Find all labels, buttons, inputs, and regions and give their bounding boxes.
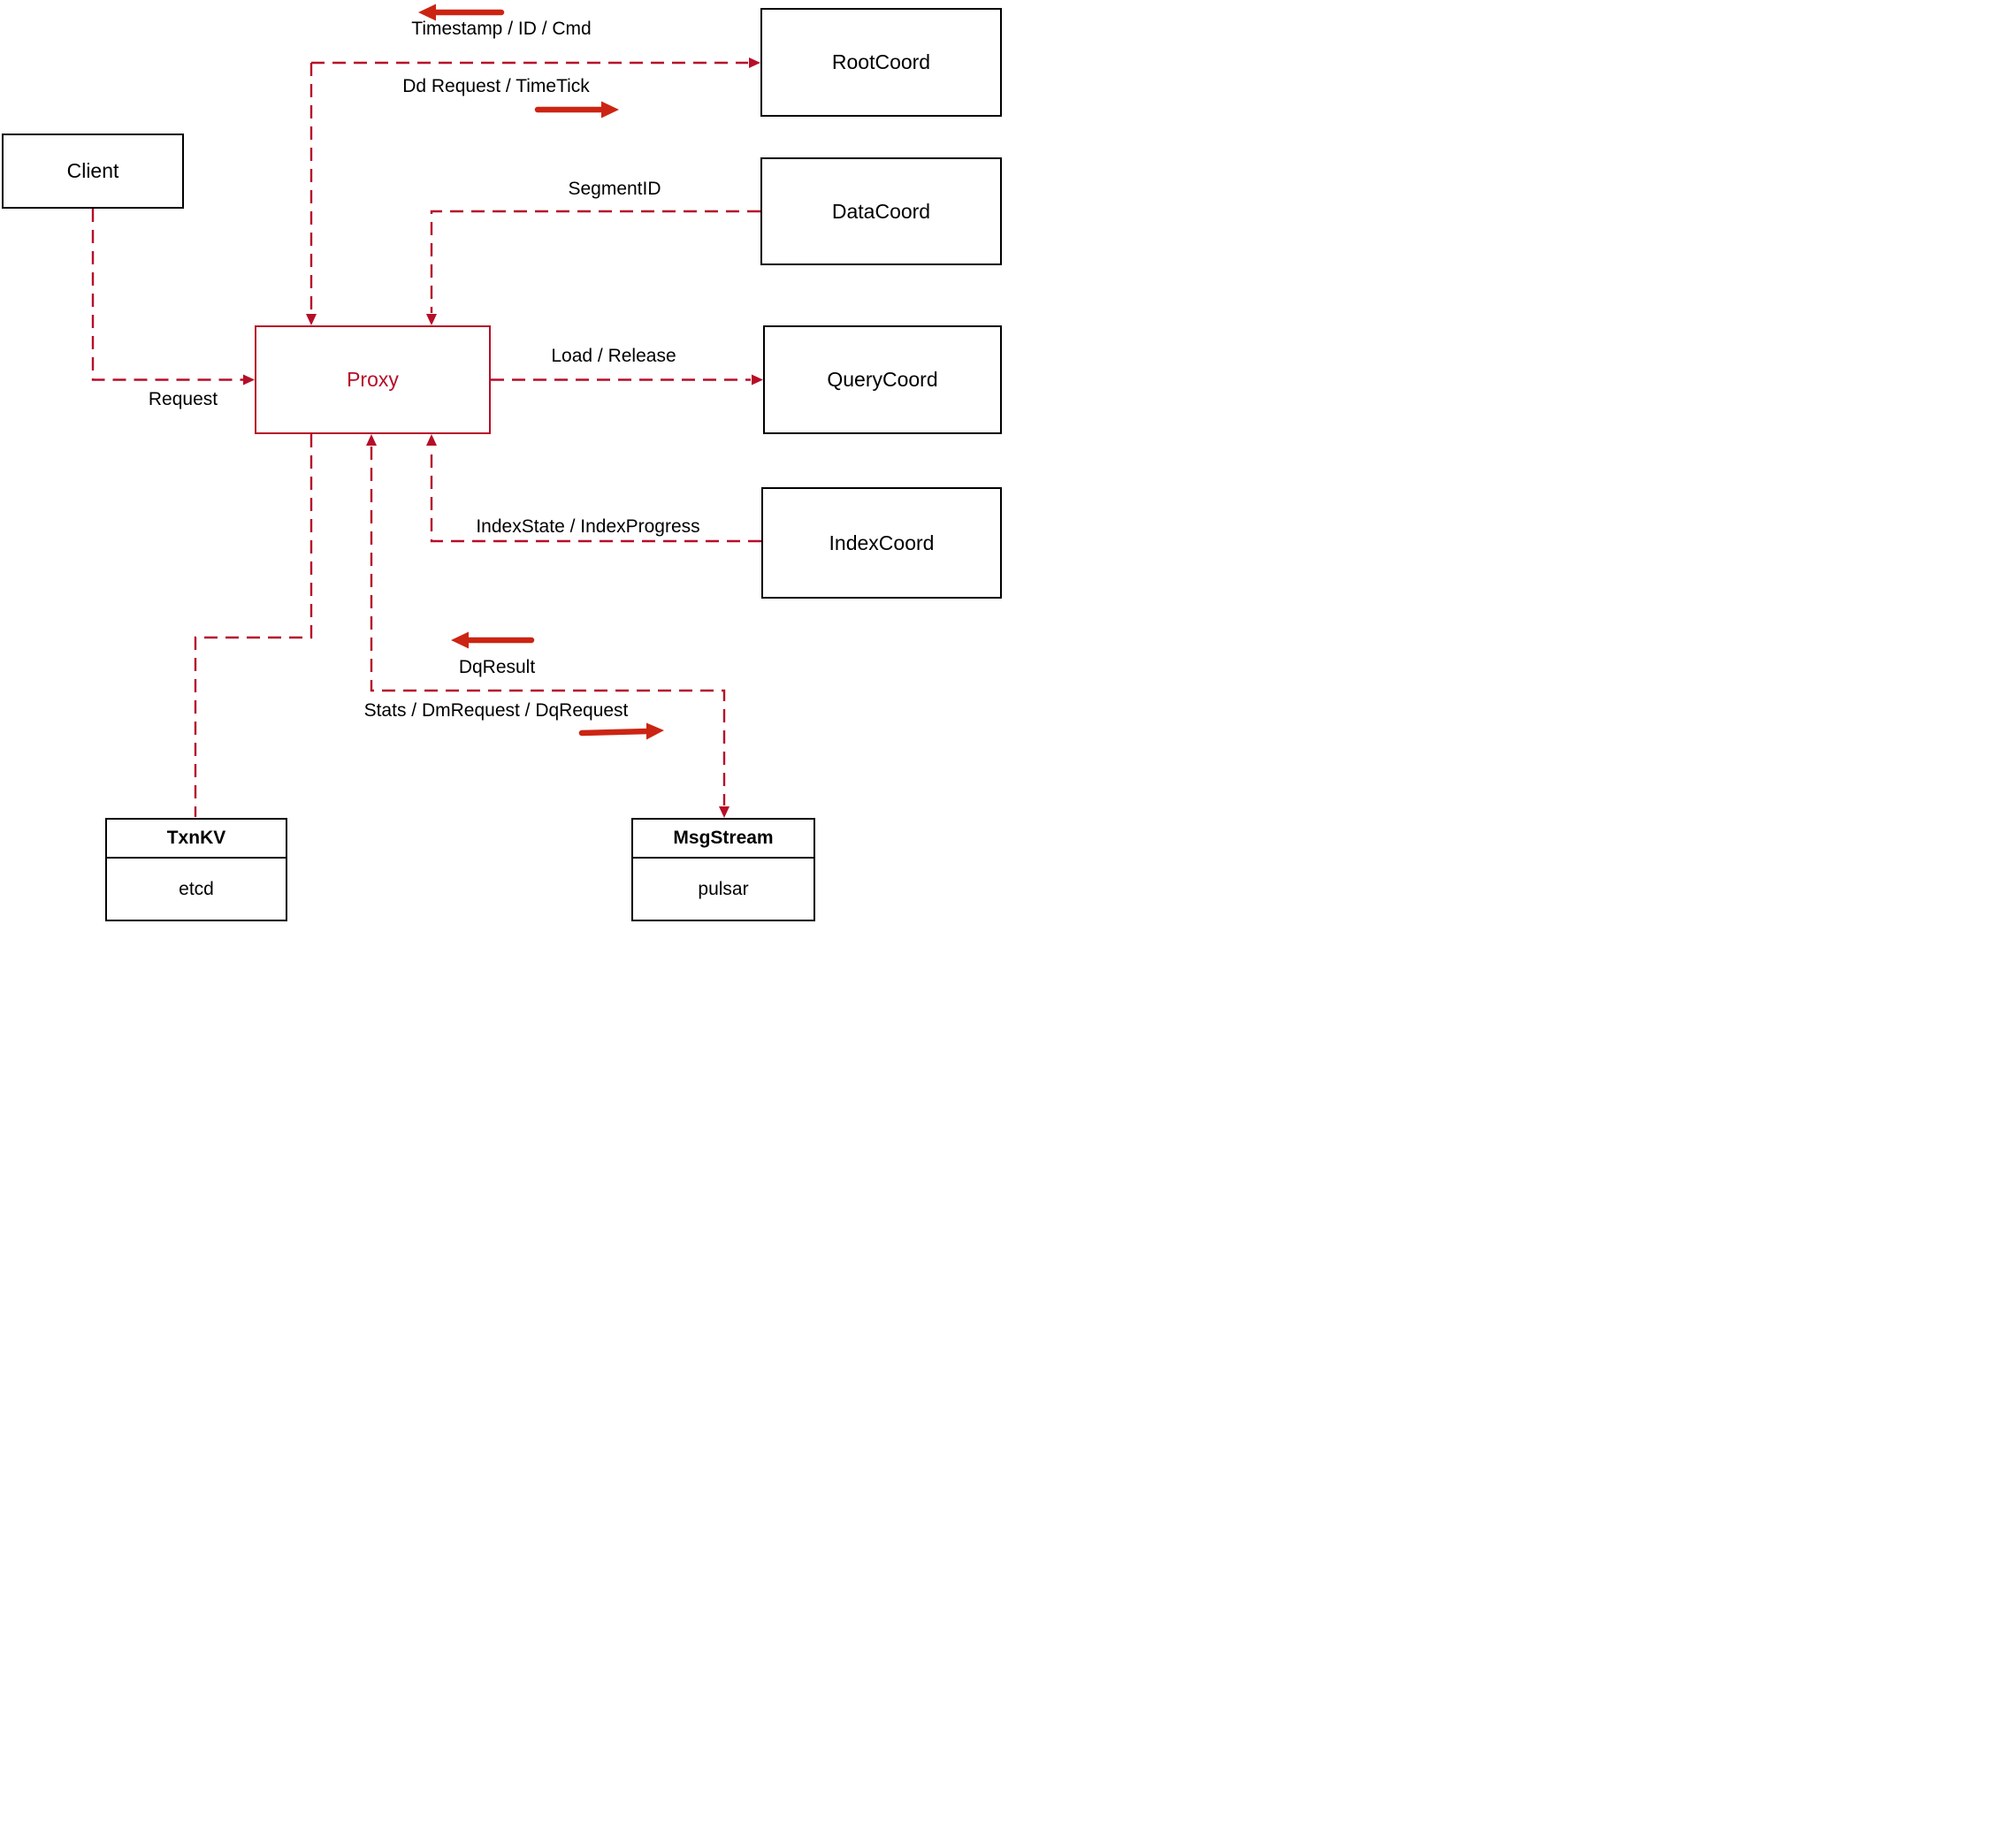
node-client-label: Client — [66, 159, 119, 182]
edge-indexcoord-to-proxy — [430, 447, 761, 543]
edge-indexcoord-to-proxy-arrowhead — [426, 434, 437, 446]
edge-msgstream-to-proxy-arrowhead — [366, 434, 377, 446]
edge-proxy-to-msgstream-arrowhead — [719, 806, 730, 818]
node-rootcoord: RootCoord — [760, 8, 1002, 117]
edge-proxy-to-rootcoord-arrowhead — [749, 57, 760, 68]
node-querycoord: QueryCoord — [763, 325, 1002, 434]
edge-label-dqresult: DqResult — [458, 657, 536, 677]
edge-label-segmentid: SegmentID — [568, 179, 661, 199]
edge-datacoord-to-proxy-arrowhead — [426, 314, 437, 325]
edge-proxy-to-querycoord-arrowhead — [752, 374, 763, 386]
architecture-diagram: Client Proxy RootCoord DataCoord QueryCo… — [0, 0, 1004, 924]
edge-datacoord-to-proxy — [430, 210, 760, 313]
edge-client-to-proxy-arrowhead — [243, 374, 255, 386]
edge-label-stats-dmrequest-dqrequest: Stats / DmRequest / DqRequest — [363, 700, 629, 721]
edge-proxy-to-txnkv — [194, 434, 313, 817]
arrow-left-icon — [451, 631, 535, 649]
edge-label-dd-request-timetick: Dd Request / TimeTick — [402, 76, 590, 96]
node-datacoord-label: DataCoord — [831, 199, 931, 223]
edge-label-timestamp-id-cmd: Timestamp / ID / Cmd — [411, 19, 592, 39]
node-querycoord-label: QueryCoord — [827, 368, 938, 391]
node-txnkv-title: TxnKV — [107, 820, 286, 859]
node-client: Client — [2, 134, 184, 209]
arrow-right-icon — [534, 101, 619, 118]
node-indexcoord-label: IndexCoord — [829, 531, 935, 554]
edge-label-load-release: Load / Release — [551, 346, 676, 366]
node-txnkv-subtitle: etcd — [179, 878, 214, 899]
edge-label-indexstate-indexprogress: IndexState / IndexProgress — [476, 516, 700, 537]
node-msgstream-title: MsgStream — [633, 820, 814, 859]
diagram-edges — [91, 4, 763, 818]
edge-client-to-proxy — [91, 209, 243, 381]
node-proxy-label: Proxy — [347, 368, 399, 391]
arrow-right-icon — [578, 722, 664, 740]
node-indexcoord: IndexCoord — [761, 487, 1002, 599]
node-datacoord: DataCoord — [760, 157, 1002, 265]
edge-rootcoord-to-proxy-arrowhead — [306, 314, 317, 325]
arrow-left-icon — [418, 4, 505, 21]
node-rootcoord-label: RootCoord — [831, 50, 931, 73]
edge-label-request: Request — [148, 389, 218, 409]
node-proxy: Proxy — [255, 325, 491, 434]
node-msgstream-subtitle: pulsar — [698, 878, 749, 899]
node-msgstream: MsgStream pulsar — [631, 818, 815, 921]
edge-proxy-to-msgstream — [370, 447, 726, 806]
node-txnkv: TxnKV etcd — [105, 818, 287, 921]
